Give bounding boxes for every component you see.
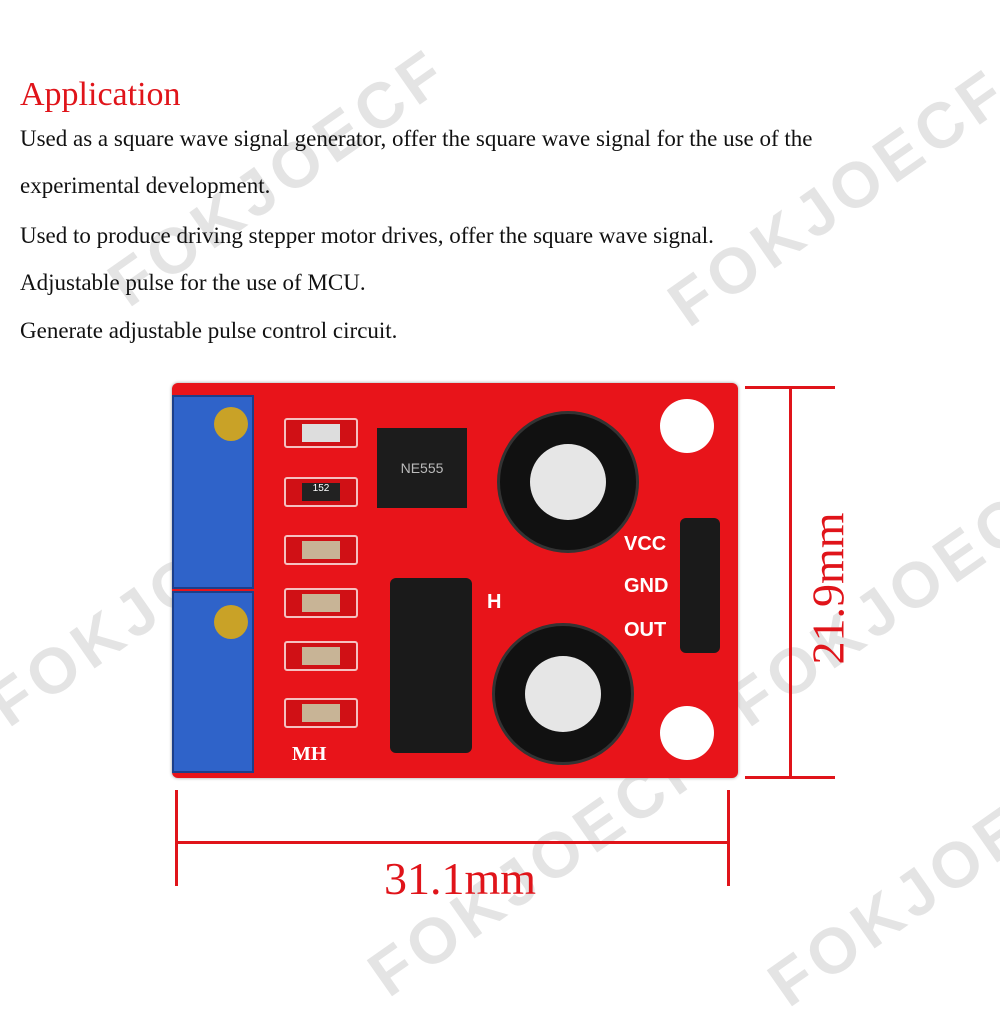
- height-dimension-label: 21.9mm: [802, 512, 854, 665]
- dimension-tick: [727, 790, 730, 886]
- description-line: Used to produce driving stepper motor dr…: [20, 223, 714, 248]
- board-label: MH: [292, 743, 327, 765]
- ne555-chip: NE555: [377, 428, 467, 508]
- led: [284, 418, 358, 448]
- pin-header: [680, 518, 720, 653]
- watermark: FOKJOECF: [715, 453, 1000, 741]
- electrolytic-capacitor: [492, 623, 634, 765]
- height-dimension-line: [789, 386, 792, 779]
- mounting-hole: [660, 706, 714, 760]
- electrolytic-capacitor: [497, 411, 639, 553]
- description-line: experimental development.: [20, 173, 271, 198]
- screw-icon: [214, 407, 248, 441]
- capacitor: [284, 698, 358, 728]
- resistor: 152: [284, 477, 358, 507]
- capacitor: [284, 641, 358, 671]
- potentiometer: [172, 591, 254, 773]
- screw-icon: [214, 605, 248, 639]
- description-line: Adjustable pulse for the use of MCU.: [20, 270, 366, 295]
- pin-label-gnd: GND: [624, 575, 669, 597]
- ne555-module-photo: 152 NE555 H MH VCC GND OUT: [172, 383, 738, 778]
- pin-label-out: OUT: [624, 619, 667, 641]
- description-line: Generate adjustable pulse control circui…: [20, 318, 398, 343]
- potentiometer: [172, 395, 254, 589]
- pin-label-vcc: VCC: [624, 533, 667, 555]
- jumper-label: H: [487, 591, 502, 613]
- capacitor: [284, 588, 358, 618]
- width-dimension-line: [175, 841, 730, 844]
- section-title: Application: [20, 76, 181, 113]
- capacitor: [284, 535, 358, 565]
- width-dimension-label: 31.1mm: [383, 853, 537, 904]
- jumper-header: [390, 578, 472, 753]
- watermark: FOKJOECF: [655, 53, 1000, 341]
- mounting-hole: [660, 399, 714, 453]
- dimension-tick: [175, 790, 178, 886]
- description-line: Used as a square wave signal generator, …: [20, 126, 813, 151]
